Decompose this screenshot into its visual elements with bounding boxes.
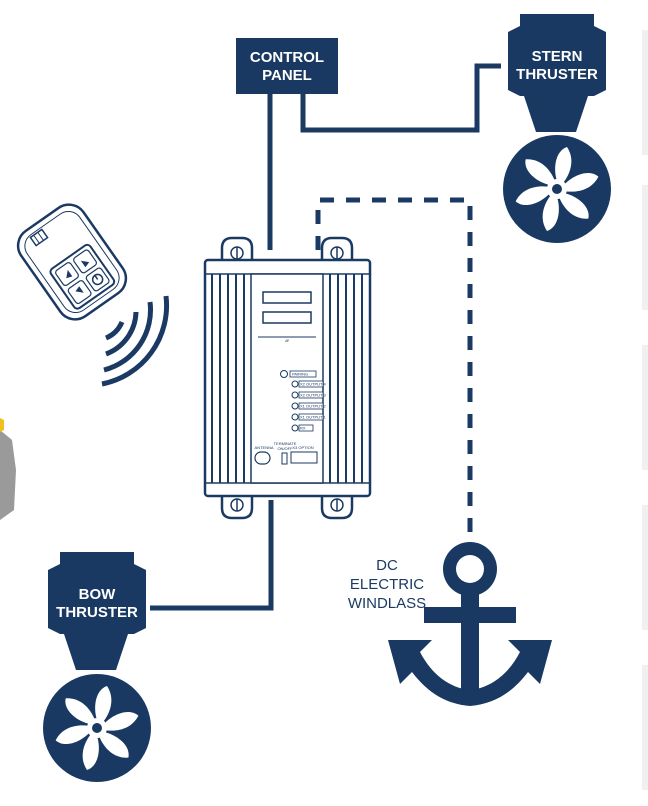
propeller-icon bbox=[503, 135, 611, 243]
windlass-label-line2: ELECTRIC bbox=[350, 576, 424, 593]
indicator-x1-output-1: X1 OUTPUT 1 bbox=[291, 413, 326, 421]
indicator-x2-output-4: X2 OUTPUT 4 bbox=[291, 380, 326, 388]
remote-control-icon bbox=[16, 203, 128, 321]
indicator-label: PAIRING bbox=[292, 372, 308, 377]
indicator-label: X2 OUTPUT 3 bbox=[300, 393, 326, 398]
svg-text:///: /// bbox=[285, 338, 289, 343]
stern-thruster-label-line1: STERN bbox=[532, 48, 583, 65]
windlass-label-line1: DC bbox=[376, 557, 398, 574]
bow-thruster: BOW THRUSTER bbox=[43, 552, 151, 782]
wire-controller-to-bow bbox=[150, 500, 274, 611]
indicator-label: RX bbox=[300, 426, 306, 431]
anchor-icon bbox=[388, 542, 552, 706]
indicator-label: X1 OUTPUT 1 bbox=[300, 415, 326, 420]
windlass-label-line3: WINDLASS bbox=[348, 595, 426, 612]
control-panel-label-line1: CONTROL bbox=[250, 49, 324, 66]
windlass-label: DC ELECTRIC WINDLASS bbox=[348, 557, 426, 612]
x3-option-label: X3 OPTION bbox=[292, 445, 313, 450]
terminate-label-line1: TERMINATE bbox=[274, 441, 297, 446]
stern-thruster-label-line2: THRUSTER bbox=[516, 66, 598, 83]
mounting-holes bbox=[230, 246, 344, 512]
control-panel-label-line2: PANEL bbox=[262, 67, 312, 84]
control-panel-box: CONTROL PANEL bbox=[236, 38, 338, 94]
wire-windlass-dashed bbox=[315, 197, 473, 545]
wire-control-to-stern bbox=[300, 63, 501, 133]
left-edge-fragment bbox=[0, 418, 16, 520]
bow-thruster-label-line2: THRUSTER bbox=[56, 604, 138, 621]
terminate-label-line2: ON/OFF bbox=[277, 446, 293, 451]
antenna-connector bbox=[254, 451, 271, 465]
wiring-lines bbox=[150, 63, 501, 611]
propeller-icon bbox=[43, 674, 151, 782]
antenna-label: ANTENNA bbox=[254, 445, 273, 450]
wireless-signal-icon bbox=[101, 295, 170, 387]
indicator-pairing: PAIRING bbox=[280, 370, 317, 378]
indicator-x2-output-3: X2 OUTPUT 3 bbox=[291, 391, 326, 399]
indicator-label: X2 OUTPUT 4 bbox=[300, 382, 326, 387]
x3-option-port bbox=[290, 451, 318, 464]
bow-thruster-label-line1: BOW bbox=[79, 586, 117, 603]
indicator-list: PAIRING X2 OUTPUT 4 X2 OUTPUT 3 X1 OUTPU… bbox=[280, 370, 326, 432]
terminate-switch bbox=[281, 452, 288, 465]
indicator-rx: RX bbox=[291, 424, 314, 432]
left-heatsink bbox=[211, 274, 245, 483]
right-heatsink bbox=[329, 274, 363, 483]
indicator-x1-output-2: X1 OUTPUT 2 bbox=[291, 402, 326, 410]
right-edge-panels bbox=[642, 30, 648, 790]
stern-thruster: STERN THRUSTER bbox=[503, 14, 611, 243]
controller-unit: /// PAIRING X2 OUTPUT 4 X2 OUTPUT 3 X bbox=[203, 236, 372, 520]
indicator-label: X1 OUTPUT 2 bbox=[300, 404, 326, 409]
